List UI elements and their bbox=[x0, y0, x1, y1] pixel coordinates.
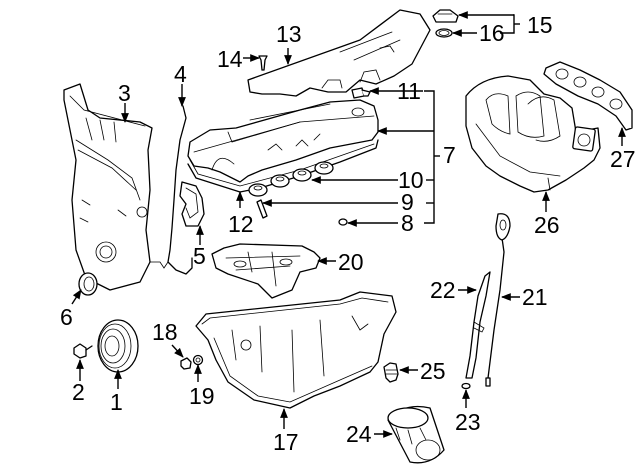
callout-25[interactable]: 25 bbox=[420, 358, 446, 384]
dipstick-part[interactable] bbox=[485, 213, 511, 387]
drain-plug-part[interactable] bbox=[180, 357, 192, 370]
callout-2[interactable]: 2 bbox=[72, 379, 85, 405]
pcv-pin-part[interactable] bbox=[256, 199, 268, 219]
callout-19[interactable]: 19 bbox=[189, 383, 215, 409]
callout-8[interactable]: 8 bbox=[401, 210, 414, 236]
engine-cover-part[interactable] bbox=[247, 9, 431, 97]
leader-lines bbox=[71, 11, 626, 438]
callout-11[interactable]: 11 bbox=[397, 78, 421, 104]
timing-cover-part[interactable] bbox=[63, 83, 153, 291]
pcv-valve-part[interactable] bbox=[351, 87, 371, 99]
callout-20[interactable]: 20 bbox=[338, 249, 364, 275]
oil-baffle-part[interactable] bbox=[211, 243, 321, 299]
pulley-bolt-part[interactable] bbox=[73, 343, 93, 359]
valve-cover-part[interactable] bbox=[187, 99, 379, 183]
callout-9[interactable]: 9 bbox=[401, 189, 414, 215]
intake-manifold-part[interactable] bbox=[465, 75, 601, 193]
engine-cover-bolt-part[interactable] bbox=[258, 55, 268, 71]
callout-1[interactable]: 1 bbox=[110, 389, 123, 415]
callout-3[interactable]: 3 bbox=[118, 80, 131, 106]
callout-labels: 1 2 3 4 5 6 7 8 9 10 11 12 13 14 15 16 1… bbox=[60, 12, 636, 455]
callout-22[interactable]: 22 bbox=[430, 277, 456, 303]
callout-16[interactable]: 16 bbox=[479, 20, 505, 46]
callout-23[interactable]: 23 bbox=[455, 409, 481, 435]
tube-seals-part[interactable] bbox=[248, 161, 334, 197]
callout-7[interactable]: 7 bbox=[443, 142, 456, 168]
front-crank-seal-part[interactable] bbox=[78, 272, 98, 296]
callout-24[interactable]: 24 bbox=[346, 421, 372, 447]
dipstick-o-ring-part[interactable] bbox=[461, 382, 471, 390]
intake-gasket-part[interactable] bbox=[543, 61, 633, 131]
o-ring-part[interactable] bbox=[338, 218, 348, 226]
callout-15[interactable]: 15 bbox=[527, 12, 553, 38]
crankshaft-pulley-part[interactable] bbox=[97, 319, 139, 373]
water-pump-gasket-part[interactable] bbox=[179, 181, 205, 227]
drain-washer-part[interactable] bbox=[192, 354, 204, 366]
callout-5[interactable]: 5 bbox=[193, 243, 206, 269]
callout-26[interactable]: 26 bbox=[534, 212, 560, 238]
callout-12[interactable]: 12 bbox=[228, 211, 254, 237]
filler-cap-part[interactable] bbox=[432, 9, 459, 38]
callout-18[interactable]: 18 bbox=[152, 319, 178, 345]
callout-13[interactable]: 13 bbox=[276, 21, 302, 47]
dipstick-tube-part[interactable] bbox=[465, 271, 491, 379]
oil-pan-part[interactable] bbox=[195, 291, 397, 409]
callout-17[interactable]: 17 bbox=[273, 429, 299, 455]
timing-cover-gasket-part[interactable] bbox=[149, 105, 193, 275]
oil-pressure-switch-part[interactable] bbox=[383, 362, 399, 383]
callout-10[interactable]: 10 bbox=[398, 167, 424, 193]
callout-27[interactable]: 27 bbox=[610, 146, 636, 172]
callout-14[interactable]: 14 bbox=[217, 46, 243, 72]
callout-6[interactable]: 6 bbox=[60, 304, 73, 330]
oil-filter-part[interactable] bbox=[387, 405, 445, 464]
callout-4[interactable]: 4 bbox=[174, 61, 187, 87]
callout-21[interactable]: 21 bbox=[522, 284, 548, 310]
